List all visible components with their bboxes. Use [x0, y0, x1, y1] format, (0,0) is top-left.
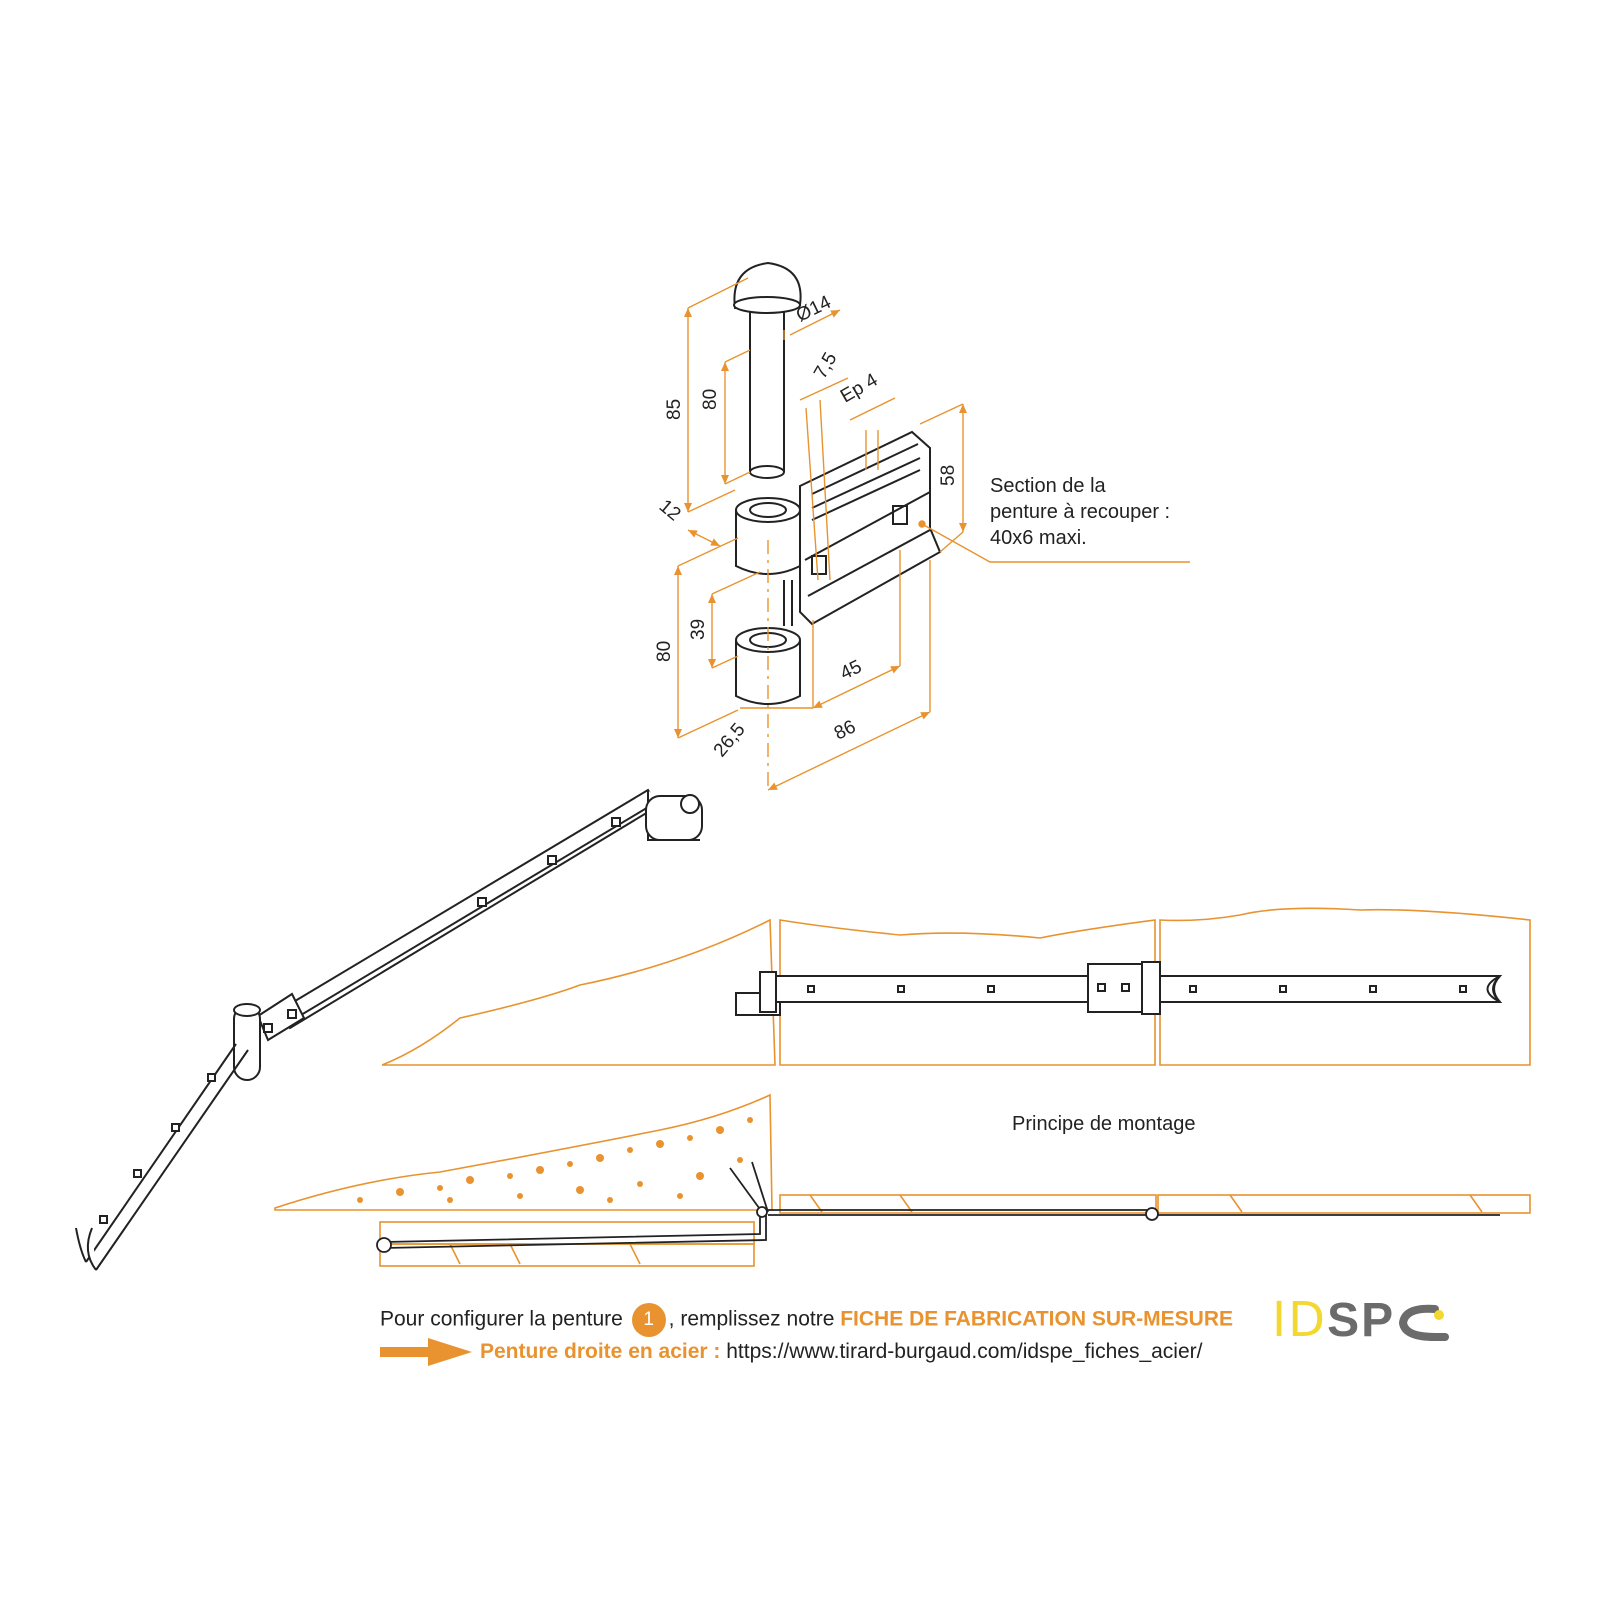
dim-85: 85 — [664, 399, 685, 420]
footer-highlight: FICHE DE FABRICATION SUR-MESURE — [840, 1307, 1234, 1331]
dim-80-pin: 80 — [700, 389, 721, 410]
montage-top-view — [274, 1093, 1531, 1267]
dim-26-5: 26,5 — [710, 719, 750, 761]
footer-link-url[interactable]: https://www.tirard-burgaud.com/idspe_fic… — [726, 1340, 1203, 1363]
hinge-pin — [733, 261, 802, 479]
footer-badge: 1 — [631, 1303, 666, 1337]
logo-part-1: ID — [1272, 1292, 1328, 1348]
arrow-icon — [380, 1338, 472, 1366]
footer-line-2: Penture droite en acier : https://www.ti… — [480, 1340, 1600, 1364]
idspe-logo: IDSP — [1272, 1292, 1451, 1348]
footer-line-1: Pour configurer la penture 1, remplissez… — [380, 1303, 1580, 1337]
section-note-line-1: Section de la — [990, 475, 1107, 497]
montage-label: Principe de montage — [1012, 1113, 1195, 1135]
section-note-line-2: penture à recouper : — [990, 501, 1170, 523]
footer-middle: , remplissez notre — [668, 1307, 835, 1331]
dim-80-bracket: 80 — [654, 641, 675, 662]
dim-86: 86 — [831, 716, 859, 744]
section-note: Section de la penture à recouper : 40x6 … — [990, 475, 1170, 549]
footer-link-label: Penture droite en acier : — [480, 1340, 721, 1363]
logo-part-2: SP — [1327, 1294, 1396, 1347]
section-note-line-3: 40x6 maxi. — [990, 527, 1087, 549]
footer-prefix: Pour configurer la penture — [380, 1307, 623, 1331]
dim-7-5: 7,5 — [810, 349, 841, 382]
strap-hinge-angled — [75, 788, 703, 1271]
dim-ep-4: Ep 4 — [837, 369, 882, 407]
dim-12: 12 — [655, 496, 685, 526]
dim-39: 39 — [688, 619, 709, 640]
montage-front-view — [381, 907, 1531, 1066]
logo-swoosh-icon — [1399, 1305, 1450, 1342]
dim-45: 45 — [837, 656, 865, 684]
dimension-lines — [674, 277, 1190, 791]
dim-58: 58 — [938, 465, 959, 486]
